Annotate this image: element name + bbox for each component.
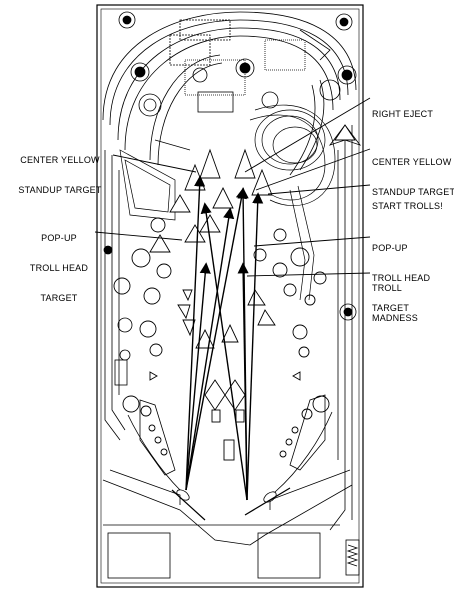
label-center-yellow-standup-left: CENTER YELLOW STANDUP TARGET <box>6 135 114 205</box>
label-line: POP-UP <box>372 243 408 253</box>
label-line: TARGET <box>40 293 78 303</box>
label-line: TROLL HEAD <box>372 273 431 283</box>
label-pop-up-troll-head-right: POP-UP TROLL HEAD TARGET <box>372 223 430 323</box>
right-side-lanes <box>328 124 362 576</box>
label-line: START TROLLS! <box>372 201 443 211</box>
label-line: MADNESS <box>372 313 418 323</box>
label-line: STANDUP TARGET <box>372 187 454 197</box>
lower-playfield <box>102 394 353 579</box>
top-mechanisms <box>118 11 357 117</box>
leader-center-yellow-left <box>112 154 197 173</box>
leader-troll-madness <box>246 272 371 277</box>
label-pop-up-troll-head-left: POP-UP TROLL HEAD TARGET <box>20 213 98 313</box>
label-start-trolls: START TROLLS! <box>372 181 443 221</box>
label-line: RIGHT EJECT <box>372 109 434 119</box>
leader-right-eject <box>244 97 371 173</box>
left-side-lanes <box>103 150 133 441</box>
center-ramps <box>119 104 336 301</box>
label-troll-madness: TROLL MADNESS <box>372 263 418 333</box>
leader-start-trolls <box>267 184 371 195</box>
leader-center-yellow-right <box>255 148 371 191</box>
leader-pop-up-left <box>94 231 183 241</box>
label-line: STANDUP TARGET <box>18 185 102 195</box>
leader-pop-up-right <box>253 236 371 247</box>
leader-lines <box>94 97 371 277</box>
label-line: POP-UP <box>41 233 77 243</box>
cabinet-outline <box>96 4 364 588</box>
label-line: TROLL HEAD <box>29 263 89 273</box>
label-line: CENTER YELLOW <box>372 157 452 167</box>
label-center-yellow-standup-right: CENTER YELLOW STANDUP TARGET <box>372 137 454 207</box>
label-line: TARGET <box>372 303 410 313</box>
shot-arrows <box>185 175 264 501</box>
label-right-eject: RIGHT EJECT <box>372 89 433 129</box>
label-line: CENTER YELLOW <box>20 155 100 165</box>
label-line: TROLL <box>372 283 403 293</box>
orbit-lanes <box>102 11 357 176</box>
